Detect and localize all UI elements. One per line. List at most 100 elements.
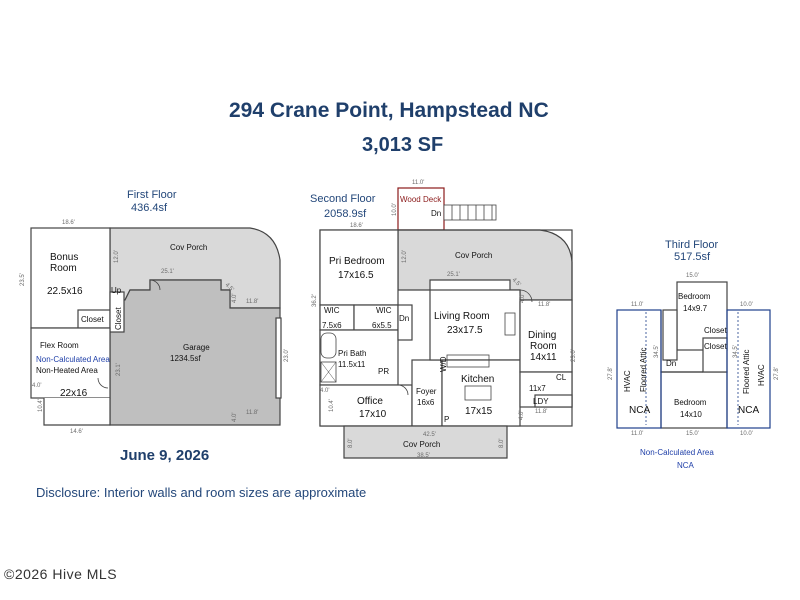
dim-23-0-first: 23.0' <box>284 349 290 362</box>
dim-4-0-first-flex: 4.0' <box>32 383 42 389</box>
dim-11-8-second-top: 11.8' <box>538 302 550 308</box>
flex-room-label: Flex Room <box>40 341 79 350</box>
foyer-size: 16x6 <box>417 398 435 407</box>
dim-23-0-second: 23.0' <box>571 349 577 362</box>
bonus-room-label-2: Room <box>50 263 77 274</box>
interior-dn-label: Dn <box>399 314 409 323</box>
first-floor-closet-label: Closet <box>81 315 104 324</box>
dim-10-4-second: 10.4' <box>329 399 335 412</box>
wic-1-size: 7.5x6 <box>322 321 342 330</box>
first-floor-cov-porch-label: Cov Porch <box>170 243 207 252</box>
second-floor-cov-porch-label: Cov Porch <box>455 251 492 260</box>
left-hvac-label: HVAC <box>623 370 632 392</box>
deck-dn-label: Dn <box>431 209 441 218</box>
kitchen-size: 17x15 <box>465 406 493 417</box>
dim-12-0-first: 12.0' <box>114 250 120 263</box>
dim-25-1-second: 25.1' <box>447 272 460 278</box>
dim-27-8-right: 27.8' <box>774 367 780 380</box>
dining-room-size: 14x11 <box>530 352 557 363</box>
washer-dryer-label: W/D <box>439 356 448 372</box>
living-room-label: Living Room <box>434 311 490 322</box>
total-square-feet: 3,013 SF <box>362 134 444 156</box>
closet-cl-label: CL <box>556 373 567 382</box>
non-calculated-area-label: Non-Calculated Area <box>36 355 110 364</box>
first-floor-plan <box>30 227 282 426</box>
tub <box>320 332 337 359</box>
third-floor-dn-label: Dn <box>666 359 676 368</box>
dim-15-0-top: 15.0' <box>686 273 699 279</box>
pri-bedroom-label: Pri Bedroom <box>329 256 385 267</box>
dim-8-0-left: 8.0' <box>348 439 354 449</box>
laundry-size: 11x7 <box>529 384 546 393</box>
pri-bath-size: 11.5x11 <box>338 360 366 369</box>
wic-2-outline <box>353 304 399 331</box>
garage <box>109 279 281 426</box>
pri-bedroom-outline <box>319 229 399 306</box>
dim-11-8-first-bottom: 11.8' <box>246 410 258 416</box>
dim-11-8-second-bottom: 11.8' <box>535 409 547 415</box>
powder-room-label: PR <box>378 367 389 376</box>
third-floor-label: Third Floor <box>665 239 719 251</box>
wic-2-size: 6x5.5 <box>372 321 392 330</box>
dining-room-label-1: Dining <box>528 330 556 341</box>
flex-door-swing <box>97 377 109 389</box>
dim-4-5-first: 4.5' <box>224 282 235 293</box>
third-floor-non-calc-label: Non-Calculated Area <box>640 448 714 457</box>
second-floor-plan <box>319 187 573 459</box>
third-bedroom-2-size: 14x10 <box>680 410 702 419</box>
third-floor-plan <box>616 281 771 429</box>
flex-room-size: 22x16 <box>60 388 88 399</box>
bottom-cov-porch-label: Cov Porch <box>403 440 440 449</box>
shower <box>320 361 337 383</box>
wood-deck-label: Wood Deck <box>400 195 442 204</box>
dim-10-0-third-top: 10.0' <box>740 302 753 308</box>
dim-10-0-deck: 10.0' <box>392 203 398 216</box>
living-room-size: 23x17.5 <box>447 325 483 336</box>
third-floor-bath <box>702 337 728 373</box>
third-floor-nca-label: NCA <box>677 461 695 470</box>
foyer-outline <box>411 359 443 427</box>
dim-34-5-left: 34.5' <box>654 345 660 358</box>
dining-room-outline <box>519 299 573 373</box>
plan-date: June 9, 2026 <box>120 447 210 464</box>
ldy-outline <box>534 394 573 408</box>
bonus-room-size: 22.5x16 <box>47 286 83 297</box>
third-floor-stairs <box>662 309 678 361</box>
pri-bath-label: Pri Bath <box>338 349 366 358</box>
mls-watermark: ©2026 Hive MLS <box>4 566 118 582</box>
dim-25-1-first: 25.1' <box>161 269 174 275</box>
interior-stairs <box>397 304 413 341</box>
pantry-label: P <box>444 415 449 424</box>
dim-18-6-first: 18.6' <box>62 220 75 226</box>
dim-11-0-third-top: 11.0' <box>631 302 643 308</box>
flex-room-extension <box>43 398 111 426</box>
second-floor-door-swing <box>519 289 533 303</box>
dim-4-0-second-bottom: 4.0' <box>519 411 525 421</box>
dim-4-0-second-porch: 4.0' <box>520 294 526 304</box>
second-floor-label: Second Floor <box>310 193 376 205</box>
dim-4-0-first-bottom: 4.0' <box>232 413 238 423</box>
disclosure-text: Disclosure: Interior walls and room size… <box>36 485 367 500</box>
stairs-outline <box>109 291 125 333</box>
dim-11-8-first-top: 11.8' <box>246 299 258 305</box>
garage-door <box>275 317 282 399</box>
dim-15-0-bottom: 15.0' <box>686 431 699 437</box>
third-closet-2-label: Closet <box>704 342 727 351</box>
first-floor-sf: 436.4sf <box>131 202 168 214</box>
third-closet-1-label: Closet <box>704 326 727 335</box>
right-nca-label: NCA <box>738 405 759 416</box>
pri-bedroom-size: 17x16.5 <box>338 270 374 281</box>
non-heated-area-label: Non-Heated Area <box>36 366 98 375</box>
stair-closet-label: Closet <box>114 307 123 330</box>
page-title: 294 Crane Point, Hampstead NC <box>229 99 549 122</box>
dim-34-5-right: 34.5' <box>733 345 739 358</box>
dim-4-5-second: 4.5' <box>511 277 522 288</box>
dim-38-5: 38.5' <box>417 453 430 459</box>
kitchen-label: Kitchen <box>461 374 494 385</box>
right-hvac-label: HVAC <box>757 364 766 386</box>
dim-36-2: 36.2' <box>312 294 318 307</box>
ldy-label: LDY <box>533 397 549 406</box>
dim-10-4-first: 10.4' <box>38 399 44 412</box>
right-floored-attic-label: Floored Attic <box>742 350 751 394</box>
